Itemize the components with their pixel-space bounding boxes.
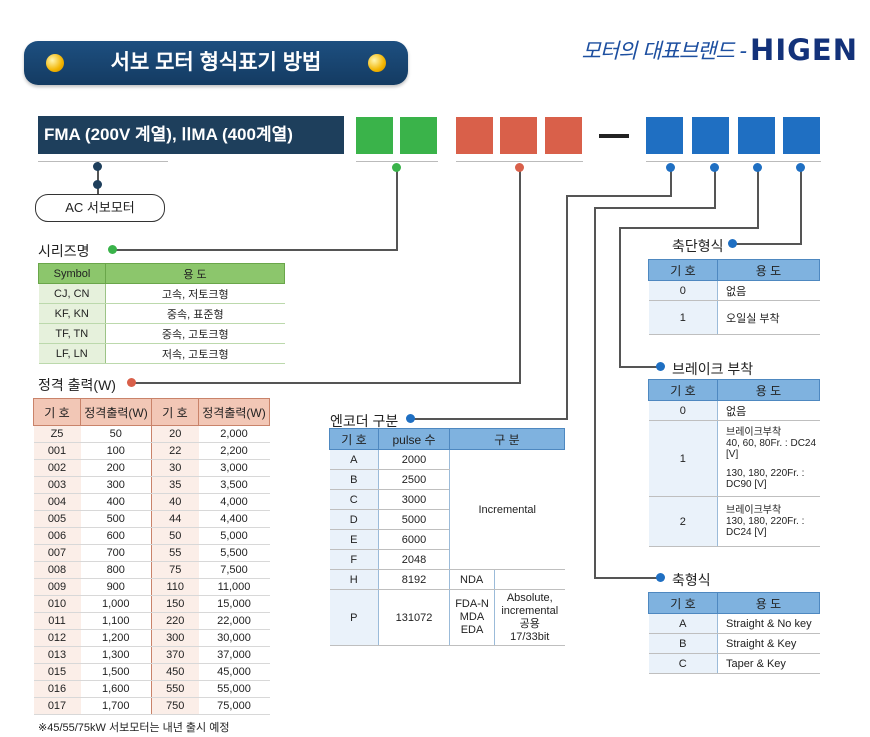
encoder-title: 엔코더 구분 [330,413,399,429]
column-header: 정격출력(W) [198,398,270,426]
column-header: 기 호 [648,379,718,401]
divider [356,161,438,162]
column-header: 기 호 [329,428,379,450]
series-code-box [400,117,437,154]
bullet-icon [46,54,64,72]
model-series-label: FMA (200V 계열), ⵏⵏMA (400계열) [38,116,344,154]
ac-servo-label: AC 서보모터 [35,194,165,222]
column-header: 기 호 [648,592,718,614]
column-header: 기 호 [151,398,199,426]
rated-code-box [456,117,493,154]
rated-code-box [500,117,537,154]
rated-code-box [545,117,582,154]
column-header: 기 호 [33,398,81,426]
bullet-icon [368,54,386,72]
column-header: 용 도 [105,263,285,284]
brand-logo: 모터의 대표브랜드 - HIGEN [582,30,858,70]
incremental-cell: Incremental [449,449,565,570]
divider [456,161,583,162]
series-code-box [356,117,393,154]
column-header: 구 분 [449,428,565,450]
divider [38,161,168,162]
rated-note: ※45/55/75kW 서보모터는 내년 출시 예정 [38,722,230,734]
page-title: 서보 모터 형식표기 방법 [110,51,322,74]
brand-slogan: 모터의 대표브랜드 - [581,39,747,63]
encoder-code-box [646,117,683,154]
rated-title: 정격 출력(W) [38,377,116,393]
table-row: 2 브레이크부착 130, 180, 220Fr. : DC24 [V] [648,496,820,547]
shaft-code-box [692,117,729,154]
shaft-end-title: 축단형식 [672,238,724,254]
brake-code-box [738,117,775,154]
column-header: 정격출력(W) [80,398,152,426]
brake-title: 브레이크 부착 [672,361,754,377]
brand-name: HIGEN [750,33,858,67]
column-header: 용 도 [717,379,820,401]
separator-dash [599,134,629,138]
table-row: 1 브레이크부착 40, 60, 80Fr. : DC24 [V] 130, 1… [648,420,820,497]
series-title: 시리즈명 [38,243,90,259]
divider [646,161,821,162]
shaft-title: 축형식 [672,572,711,588]
shaft-end-code-box [783,117,820,154]
page-title-banner: 서보 모터 형식표기 방법 [24,41,408,85]
column-header: 용 도 [717,592,820,614]
column-header: 용 도 [717,259,820,281]
column-header: pulse 수 [378,428,450,450]
column-header: Symbol [38,263,106,284]
column-header: 기 호 [648,259,718,281]
